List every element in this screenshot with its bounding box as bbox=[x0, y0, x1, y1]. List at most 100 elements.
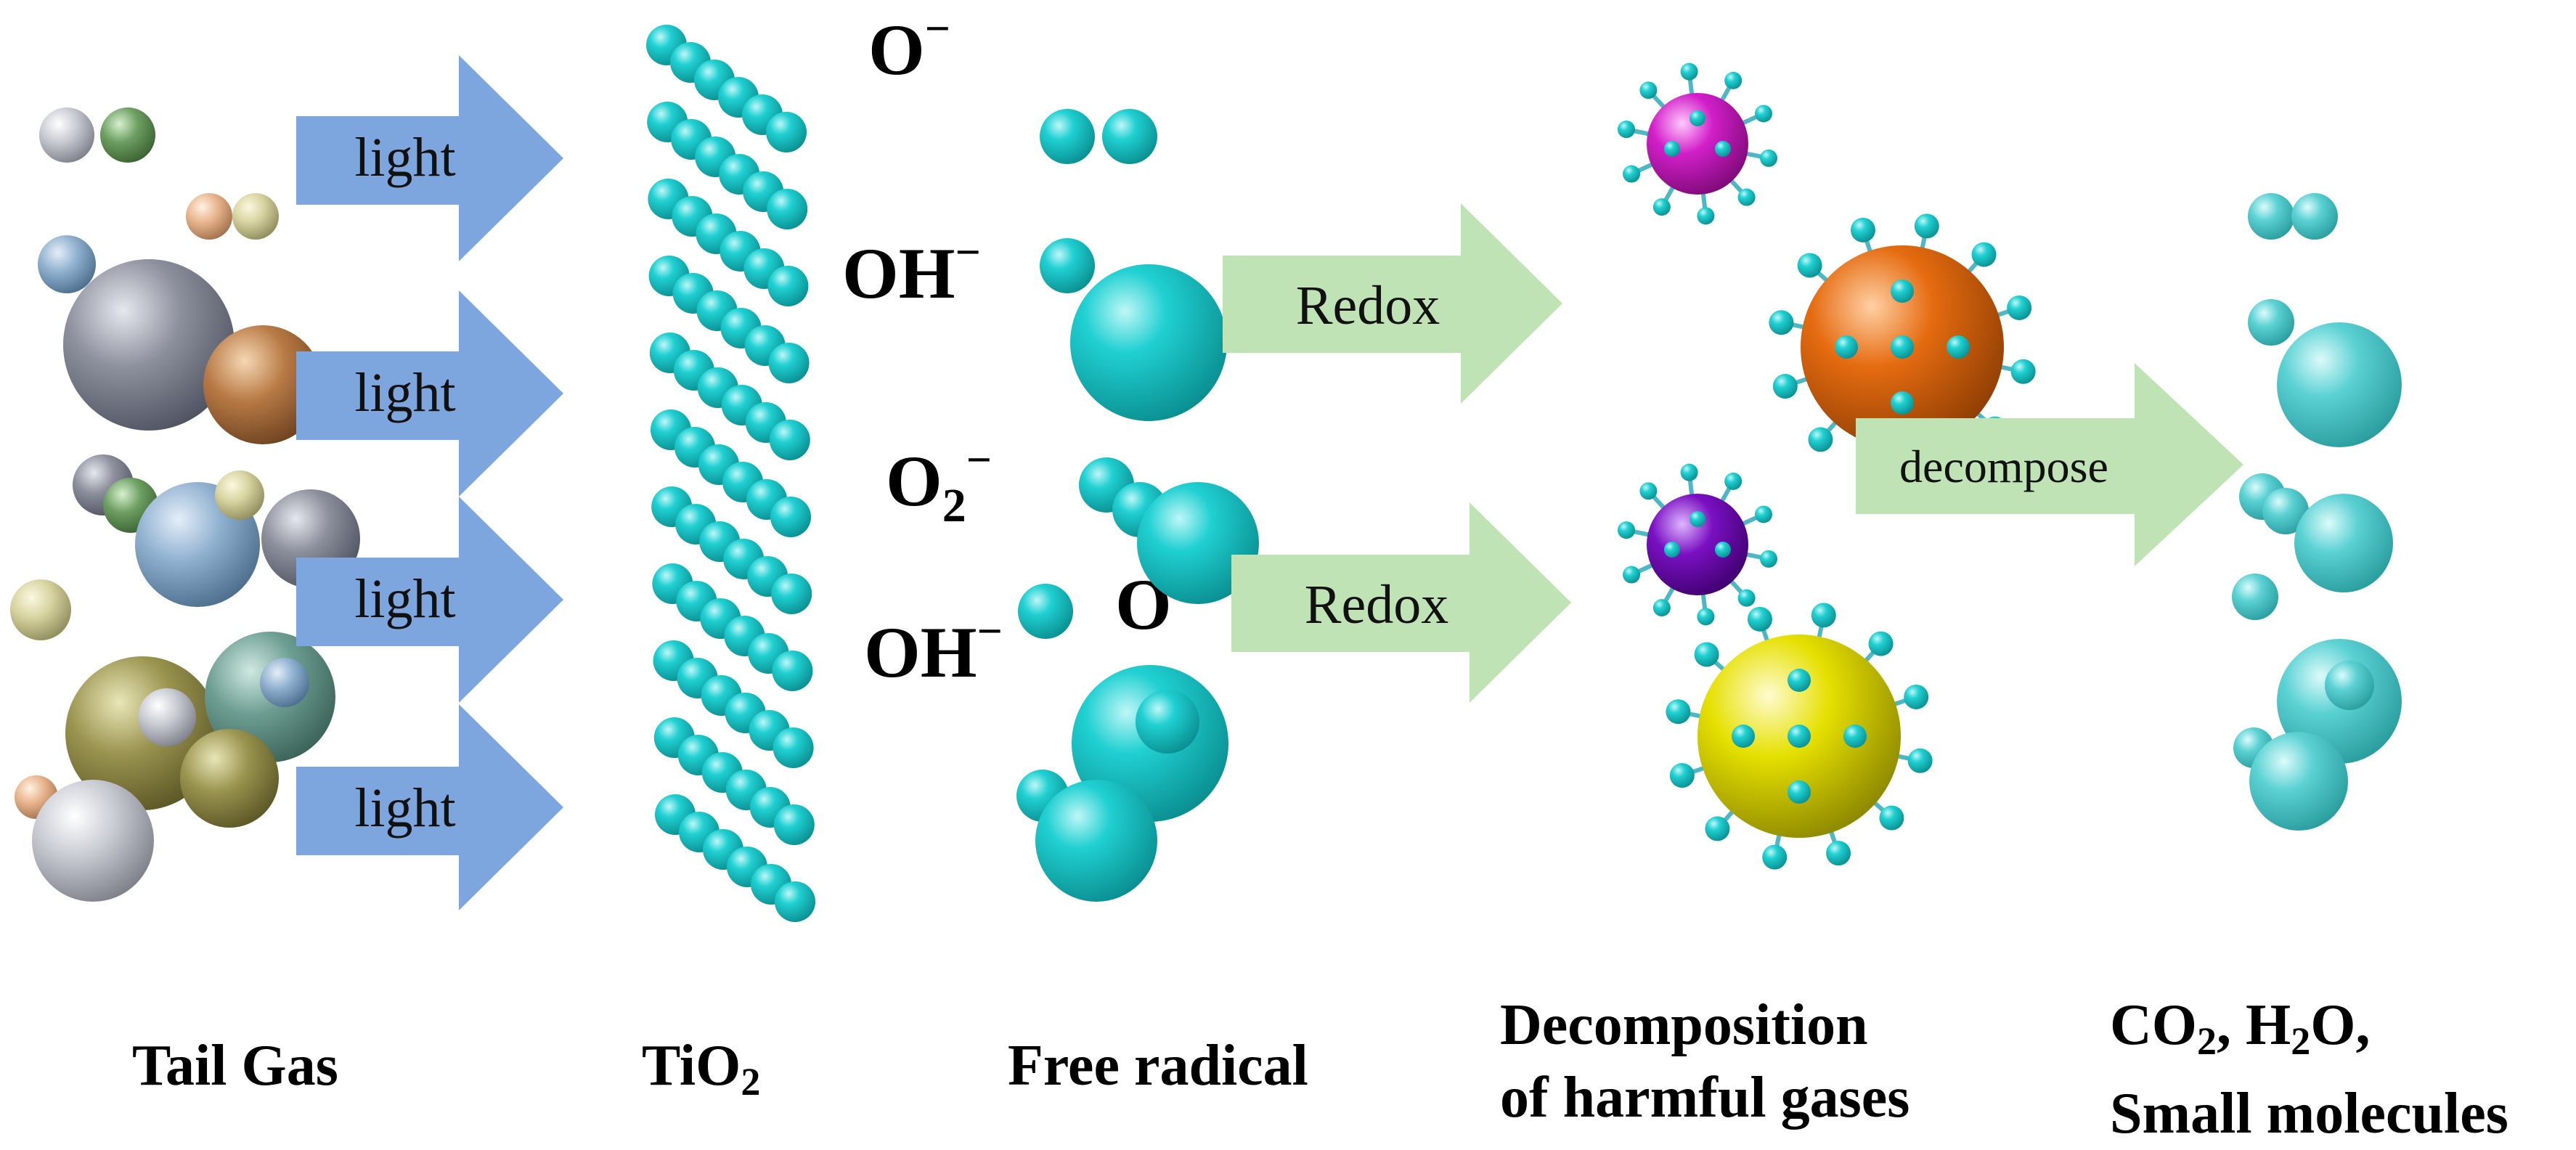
ion-oh-minus-top: OH− bbox=[842, 228, 981, 314]
caption-products-line1: CO2, H2O, bbox=[2110, 989, 2508, 1077]
atom-ball bbox=[2007, 295, 2032, 320]
tio2-ball bbox=[767, 189, 808, 229]
caption-tail-gas-text: Tail Gas bbox=[132, 1034, 338, 1098]
surface-atom bbox=[1788, 725, 1811, 748]
atom-ball bbox=[1826, 841, 1851, 866]
surface-atom bbox=[1891, 335, 1914, 359]
atom-ball bbox=[1724, 71, 1743, 89]
light-arrow-1: light bbox=[296, 55, 563, 261]
caption-tail-gas: Tail Gas bbox=[132, 1029, 338, 1102]
atom-ball bbox=[1772, 374, 1798, 399]
atom-ball bbox=[1879, 805, 1904, 831]
atom-ball bbox=[1754, 505, 1772, 523]
atom-ball bbox=[1680, 463, 1698, 481]
yellow-molecule bbox=[1666, 603, 1933, 870]
surface-atom bbox=[1664, 542, 1680, 558]
tio2-ball bbox=[771, 574, 812, 614]
caption-h2o-sub: 2 bbox=[2291, 1019, 2311, 1063]
tail-gas-molecules bbox=[10, 107, 360, 902]
surface-atom bbox=[1891, 280, 1914, 303]
atom-ball bbox=[1666, 699, 1691, 725]
decompose-arrow: decompose bbox=[1856, 363, 2243, 566]
light-arrow-1-label: light bbox=[354, 127, 455, 188]
caption-tio2-base: TiO bbox=[642, 1034, 741, 1098]
atom-ball bbox=[2010, 359, 2036, 384]
light-arrow-2: light bbox=[296, 290, 563, 497]
atom-ball bbox=[1697, 207, 1715, 225]
atom-ball bbox=[1747, 606, 1772, 632]
atom-ball bbox=[1617, 121, 1635, 139]
caption-h-base: , H bbox=[2217, 993, 2291, 1057]
redox-arrow-2-label: Redox bbox=[1305, 574, 1448, 635]
surface-atom bbox=[1732, 725, 1755, 748]
surface-atom bbox=[1715, 141, 1731, 157]
product-molecules bbox=[2232, 193, 2402, 831]
light-arrow-4-label: light bbox=[354, 778, 455, 839]
caption-small-molecules: Small molecules bbox=[2110, 1082, 2508, 1146]
decompose-arrow-label: decompose bbox=[1899, 441, 2108, 492]
atom-ball bbox=[1868, 631, 1894, 656]
tio2-ball bbox=[766, 112, 807, 152]
redox-arrow-1-label: Redox bbox=[1296, 275, 1440, 336]
atom-ball bbox=[1769, 310, 1794, 335]
light-arrow-3-label: light bbox=[354, 568, 455, 629]
tio2-ball bbox=[770, 497, 811, 537]
redox-arrow-1: Redox bbox=[1223, 203, 1562, 404]
surface-atom bbox=[1843, 725, 1867, 748]
tio2-ball bbox=[769, 420, 810, 460]
atom-ball bbox=[1760, 550, 1778, 568]
caption-co2-base: CO bbox=[2110, 993, 2197, 1057]
caption-h2o-tail: O, bbox=[2310, 993, 2371, 1057]
atom-ball bbox=[1811, 603, 1836, 628]
magenta-molecule bbox=[1617, 62, 1778, 225]
atom-ball bbox=[1850, 217, 1875, 242]
atom-ball bbox=[1971, 242, 1997, 267]
purple-molecule bbox=[1617, 463, 1778, 626]
surface-atom bbox=[1690, 511, 1705, 527]
atom-ball bbox=[1652, 599, 1671, 617]
atom-ball bbox=[1617, 521, 1635, 539]
light-arrow-3: light bbox=[296, 497, 563, 703]
surface-atom bbox=[1690, 110, 1705, 126]
surface-atom bbox=[1947, 335, 1970, 359]
atom-ball bbox=[1808, 427, 1833, 452]
surface-atom bbox=[1788, 780, 1811, 804]
surface-atom bbox=[1715, 542, 1731, 558]
surface-atom bbox=[1835, 335, 1858, 359]
caption-decomposition-line2: of harmful gases bbox=[1500, 1066, 1910, 1130]
atom-ball bbox=[1652, 198, 1671, 216]
surface-atom bbox=[1788, 669, 1811, 692]
tio2-ball bbox=[773, 804, 815, 845]
atom-ball bbox=[1694, 642, 1719, 667]
light-arrow-4: light bbox=[296, 704, 563, 910]
caption-decomposition-line1: Decomposition bbox=[1500, 993, 1868, 1057]
caption-free-radical: Free radical bbox=[1008, 1029, 1308, 1102]
atom-ball bbox=[1762, 844, 1788, 870]
ion-o2-minus: O2− bbox=[886, 436, 992, 532]
atom-ball bbox=[1914, 213, 1939, 239]
tio2-layer bbox=[646, 25, 815, 922]
ion-labels: O− OH− O2− O− OH− bbox=[842, 4, 1197, 693]
atom-ball bbox=[1623, 566, 1641, 584]
atom-ball bbox=[1760, 149, 1778, 167]
tio2-ball bbox=[775, 881, 815, 922]
atom-ball bbox=[1680, 62, 1698, 81]
caption-tio2-sub: 2 bbox=[741, 1060, 761, 1104]
surface-atom bbox=[1891, 391, 1914, 415]
ion-o-minus-top: O− bbox=[868, 4, 950, 90]
free-radical-molecules bbox=[1016, 109, 1259, 902]
atom-ball bbox=[1797, 253, 1822, 278]
atom-ball bbox=[1639, 482, 1658, 500]
atom-ball bbox=[1724, 472, 1743, 490]
tio2-ball bbox=[767, 266, 809, 306]
surface-atom bbox=[1664, 141, 1680, 157]
caption-tio2: TiO2 bbox=[642, 1029, 760, 1118]
atom-ball bbox=[1907, 748, 1933, 773]
atom-ball bbox=[1737, 188, 1756, 206]
tio2-ball bbox=[772, 651, 813, 691]
tio2-ball bbox=[773, 727, 814, 768]
atom-ball bbox=[1737, 589, 1756, 607]
caption-free-radical-text: Free radical bbox=[1008, 1034, 1308, 1098]
atom-ball bbox=[1754, 105, 1772, 123]
